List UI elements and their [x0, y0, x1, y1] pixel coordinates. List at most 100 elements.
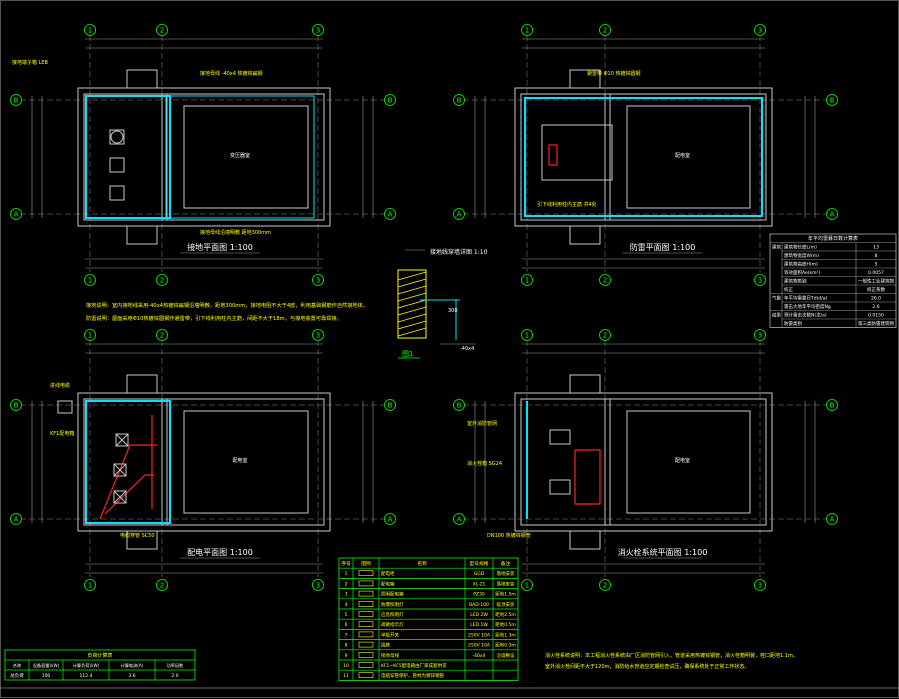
- axis-bubble: [453, 513, 465, 525]
- axis-label: A: [388, 516, 393, 524]
- hatch: [397, 299, 427, 309]
- legend-cell: 1: [345, 571, 348, 577]
- axis-bubble: [384, 94, 396, 106]
- axis-label: A: [388, 211, 393, 219]
- legend-cell: 距地1.5m: [495, 591, 516, 598]
- axis-bubble: [10, 399, 22, 411]
- annotation: KF1配电箱: [50, 430, 74, 437]
- legend-cell: 5: [345, 612, 348, 618]
- axis-bubble: [384, 208, 396, 220]
- inner-wall: [83, 398, 325, 526]
- axis-label: 1: [525, 332, 529, 340]
- legend-cell: 6: [345, 622, 348, 628]
- axis-label: 2: [603, 277, 607, 285]
- legend-cell: KF1~KF5配电箱由厂家成套供货: [381, 662, 447, 669]
- annotation: 室外消防管网: [467, 420, 497, 427]
- inner-wall: [520, 93, 767, 221]
- lightning-table: 年平均雷暴日数计算表建筑建筑物长度L(m)13建筑物宽度W(m)8建筑物高度H(…: [769, 233, 897, 328]
- table-value: 5: [875, 262, 878, 268]
- ground-loop: [85, 95, 171, 219]
- table-cell: 2.0: [171, 673, 178, 679]
- axis-label: 1: [525, 27, 529, 35]
- hydrant-box: [549, 429, 571, 445]
- equipment: [109, 185, 125, 201]
- table-value: 0.0057: [868, 270, 884, 276]
- note-line: 接地说明：室内接地线采用-40x4热镀锌扁钢沿墙明敷，距地300mm，接地电阻不…: [86, 301, 368, 309]
- room-outline: [626, 105, 751, 209]
- legend-cell: 11: [343, 673, 349, 679]
- axis-bubble: [384, 399, 396, 411]
- table-key: 校正: [784, 286, 793, 293]
- hydrant-notes: 消火栓系统说明：本工程消火栓系统由厂区消防管网引入，管道采用热镀锌钢管，消火栓箱…: [545, 652, 798, 670]
- legend-symbol: [358, 641, 374, 648]
- legend-cell: 配电箱: [381, 580, 395, 587]
- axis-label: 2: [603, 582, 607, 590]
- legend-cell: 插座: [381, 642, 390, 649]
- table-header: 功率因数: [167, 662, 185, 669]
- legend-cell: 距地0.3m: [495, 642, 516, 649]
- table-header: 设备容量(kW): [33, 662, 60, 669]
- axis-bubble: [10, 208, 22, 220]
- legend-cell: 吸顶安装: [497, 601, 515, 608]
- legend-cell: 落地安装: [497, 570, 515, 577]
- table-cell: 总负荷: [10, 672, 24, 679]
- table-value: 2.6: [872, 304, 879, 310]
- outer-wall: [77, 392, 331, 532]
- table-value: 第三类防雷建筑物: [858, 320, 894, 327]
- room-label: 配电室: [675, 152, 690, 159]
- axis-label: B: [457, 402, 462, 410]
- room-label: 配电室: [675, 457, 690, 464]
- table-border: [769, 233, 897, 328]
- distribution-box: [57, 400, 73, 414]
- axis-label: 2: [603, 332, 607, 340]
- axis-bubble: [754, 579, 766, 591]
- door-canopy: [569, 225, 601, 245]
- legend-cell: 2: [345, 581, 348, 587]
- power-cable: [99, 444, 157, 520]
- hatch: [397, 285, 427, 295]
- axis-bubble: [453, 208, 465, 220]
- axis-bubble: [826, 208, 838, 220]
- table-header: 名称: [13, 662, 21, 669]
- dimension-value: -40x4: [460, 346, 474, 352]
- axis-label: 1: [525, 277, 529, 285]
- room-label: 变压器室: [230, 152, 250, 159]
- legend-cell: LED 1W: [470, 622, 488, 628]
- annotation: 消火栓箱 SG24: [467, 460, 502, 467]
- downlead: [548, 144, 558, 166]
- legend-cell: 照明配电箱: [381, 591, 404, 598]
- door-canopy: [569, 69, 601, 89]
- legend-header: 序号: [341, 560, 351, 567]
- axis-label: B: [14, 97, 19, 105]
- axis-label: 3: [758, 277, 762, 285]
- fixture: [113, 490, 127, 504]
- axis-bubble: [826, 399, 838, 411]
- axis-label: 1: [88, 332, 92, 340]
- table-header: 计算负荷(kW): [73, 662, 100, 669]
- annotation: 进线电缆: [50, 382, 70, 389]
- legend-cell: 防爆照明灯: [381, 601, 404, 608]
- table-value: 8: [875, 253, 878, 259]
- door-canopy: [569, 530, 601, 550]
- table-value: 13: [873, 245, 879, 251]
- legend-header: 图例: [361, 560, 371, 567]
- axis-bubble: [312, 274, 324, 286]
- legend-cell: 4: [345, 602, 348, 608]
- annotation: 电缆穿管 SC50: [120, 532, 155, 539]
- legend-cell: 单极开关: [381, 631, 399, 638]
- axis-bubble: [84, 274, 96, 286]
- axis-label: 1: [88, 27, 92, 35]
- legend-cell: 疏散指示灯: [381, 621, 404, 628]
- fixture: [113, 463, 127, 477]
- table-header: 计算电流(A): [121, 662, 144, 669]
- annotation: 接地母线沿墙明敷 距地300mm: [200, 229, 271, 236]
- hatch: [397, 271, 427, 281]
- ground-loop-room: [165, 95, 315, 219]
- table-key: 建筑物高度H(m): [784, 261, 818, 268]
- legend-cell: 7: [345, 632, 348, 638]
- room-outline: [183, 410, 309, 514]
